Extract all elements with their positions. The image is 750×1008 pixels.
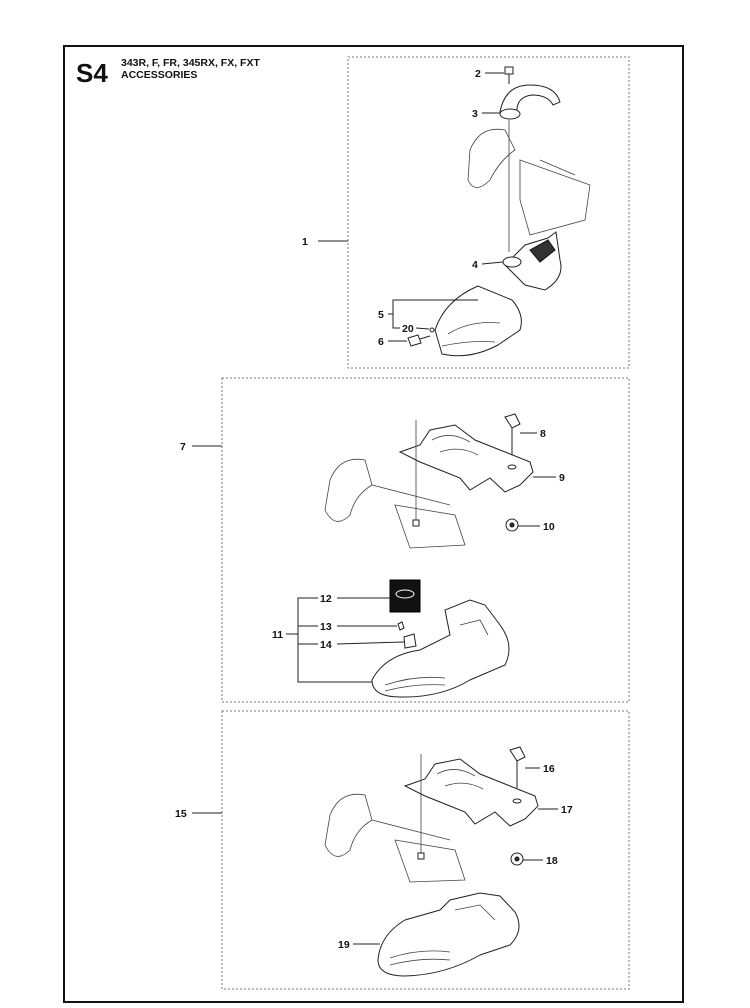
clamp-part-17: [403, 758, 539, 827]
leader-20: [415, 327, 430, 330]
callout-1: 1: [302, 236, 308, 248]
callout-14: 14: [320, 639, 332, 651]
callout-4: 4: [472, 259, 478, 271]
guard-part-5: [434, 285, 522, 357]
callout-18: 18: [546, 855, 558, 867]
washer-part-20: [429, 327, 435, 333]
bracket-part-4: [502, 231, 562, 291]
callout-8: 8: [540, 428, 546, 440]
clamp-part-9: [398, 424, 534, 493]
callout-12: 12: [320, 593, 332, 605]
parts-sheet-frame: [63, 45, 684, 1003]
callout-6: 6: [378, 336, 384, 348]
screw-part-13: [397, 621, 405, 631]
screw-part-6: [407, 334, 431, 347]
sheet-code: S4: [76, 58, 108, 88]
callout-9: 9: [559, 472, 565, 484]
bolt-part-8: [504, 413, 521, 455]
screw-part-2: [504, 66, 514, 84]
callout-17: 17: [561, 804, 573, 816]
callout-16: 16: [543, 763, 555, 775]
kit-label-part-12: [389, 579, 421, 613]
model-list: 343R, F, FR, 345RX, FX, FXT: [121, 57, 260, 69]
callout-5: 5: [378, 309, 384, 321]
bolt-part-16: [509, 746, 526, 788]
guard-part-11: [371, 599, 510, 698]
bolt-end-7: [412, 519, 420, 527]
nut-part-18: [510, 852, 524, 866]
callout-10: 10: [543, 521, 555, 533]
leader-14: [336, 641, 405, 645]
section-title: ACCESSORIES: [121, 69, 198, 81]
shaft-ghost-1: [467, 128, 591, 236]
callout-7: 7: [180, 441, 186, 453]
callout-19: 19: [338, 939, 350, 951]
shaft-ghost-15: [324, 793, 466, 883]
plate-part-14: [403, 633, 417, 649]
bolt-end-15: [417, 852, 425, 860]
guard-part-19: [377, 892, 520, 977]
leader-11: [286, 597, 372, 683]
callout-15: 15: [175, 808, 187, 820]
callout-13: 13: [320, 621, 332, 633]
callout-3: 3: [472, 108, 478, 120]
callout-11: 11: [272, 629, 283, 641]
group-box-15: [221, 710, 630, 990]
leader-5: [388, 299, 478, 329]
callout-20: 20: [402, 323, 414, 335]
group-box-1: [347, 56, 630, 369]
nut-part-10: [505, 518, 519, 532]
group-box-7: [221, 377, 630, 703]
shaft-ghost-7: [324, 458, 466, 549]
clamp-part-3: [499, 84, 561, 120]
leader-4: [481, 261, 504, 265]
callout-2: 2: [475, 68, 481, 80]
